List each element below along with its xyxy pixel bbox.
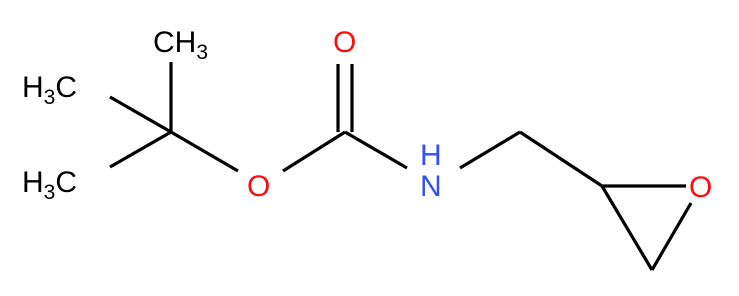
h3c-upper-label: H3C	[22, 71, 77, 109]
bond-carbonyl-c-to-n	[344, 130, 408, 170]
atom-layer: CH3 H3C H3C O O H N O	[22, 26, 712, 204]
bond-quaternary-c-to-h3c-upper	[109, 95, 172, 134]
h3c-lower-subscript: 3	[44, 181, 56, 204]
h3c-lower-h: H	[22, 166, 44, 199]
ch3-top-subscript: 3	[196, 41, 208, 64]
amide-h-label: H	[420, 139, 442, 172]
h3c-lower-c: C	[55, 166, 77, 199]
bond-epoxide-ch2-to-o	[650, 202, 693, 271]
h3c-lower-label: H3C	[22, 166, 77, 204]
amide-n-label: N	[420, 170, 442, 203]
h3c-upper-c: C	[55, 71, 77, 104]
bond-quaternary-c-to-ester-o	[170, 130, 239, 173]
bond-quaternary-c-to-h3c-lower	[109, 130, 172, 169]
bond-ch2-to-epoxide-c	[519, 130, 603, 188]
ch3-top-label: CH3	[153, 26, 208, 64]
bond-layer	[109, 62, 693, 271]
ester-oxygen-label: O	[247, 170, 270, 203]
ch3-top-main: CH	[153, 26, 196, 59]
bond-n-to-ch2	[459, 130, 521, 170]
epoxide-oxygen-label: O	[689, 171, 712, 204]
h3c-upper-h: H	[22, 71, 44, 104]
bond-epoxide-c-to-ch2	[600, 185, 654, 271]
h3c-upper-subscript: 3	[44, 86, 56, 109]
carbonyl-oxygen-label: O	[333, 26, 356, 59]
bond-ester-o-to-carbonyl-c	[282, 130, 346, 173]
